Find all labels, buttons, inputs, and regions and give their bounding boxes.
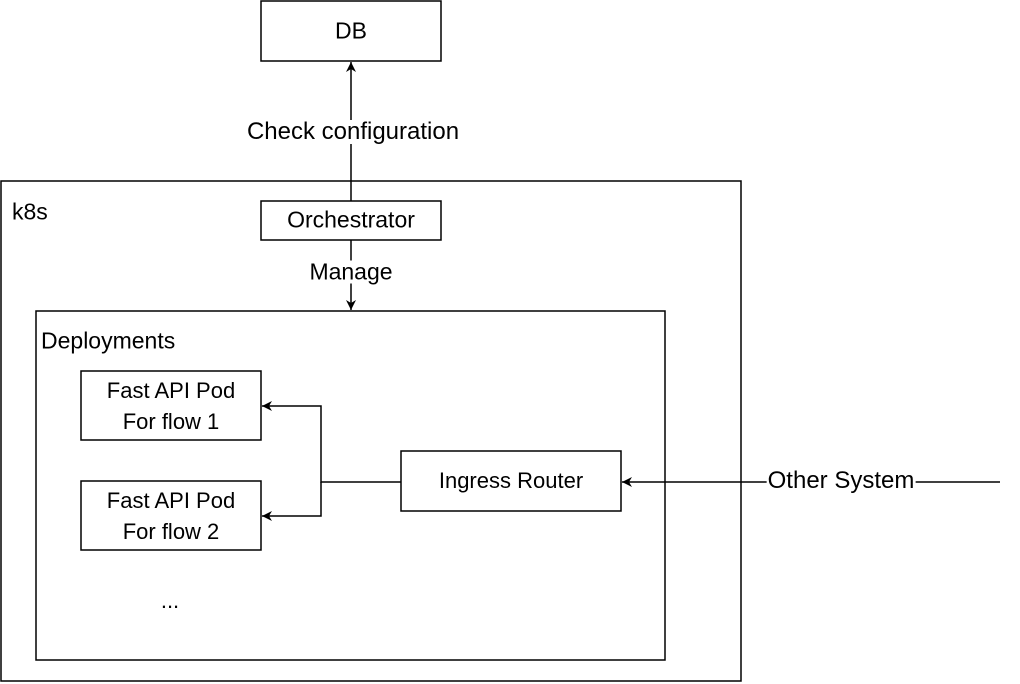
pod-flow-2-label: Fast API Pod For flow 2: [107, 485, 235, 547]
pod-flow-2-line-1: Fast API Pod: [106, 488, 236, 513]
pod-flow-2-node: [80, 480, 262, 551]
ingress-router-label: Ingress Router: [438, 468, 584, 493]
deployments-label: Deployments: [41, 327, 176, 354]
router-to-pod-2-edge: [262, 482, 322, 521]
router-to-pod-1-edge: [262, 401, 401, 483]
ingress-router-node: [400, 450, 622, 512]
pod-flow-1-line-2: For flow 1: [122, 409, 220, 434]
pod-flow-1-line-1: Fast API Pod: [106, 378, 236, 403]
k8s-cluster-box: [0, 180, 742, 682]
k8s-label: k8s: [12, 198, 48, 225]
pod-flow-1-label: Fast API Pod For flow 1: [107, 375, 235, 437]
manage-label: Manage: [308, 258, 394, 285]
pod-flow-1-node: [80, 370, 262, 441]
pod-flow-2-line-2: For flow 2: [122, 519, 220, 544]
deployments-box: [35, 310, 666, 661]
ellipsis-label: ...: [160, 588, 180, 613]
db-label: DB: [335, 17, 367, 44]
check-configuration-label: Check configuration: [245, 118, 461, 145]
orchestrator-label: Orchestrator: [287, 206, 415, 233]
other-system-label: Other System: [766, 467, 916, 494]
db-node: [260, 0, 442, 62]
